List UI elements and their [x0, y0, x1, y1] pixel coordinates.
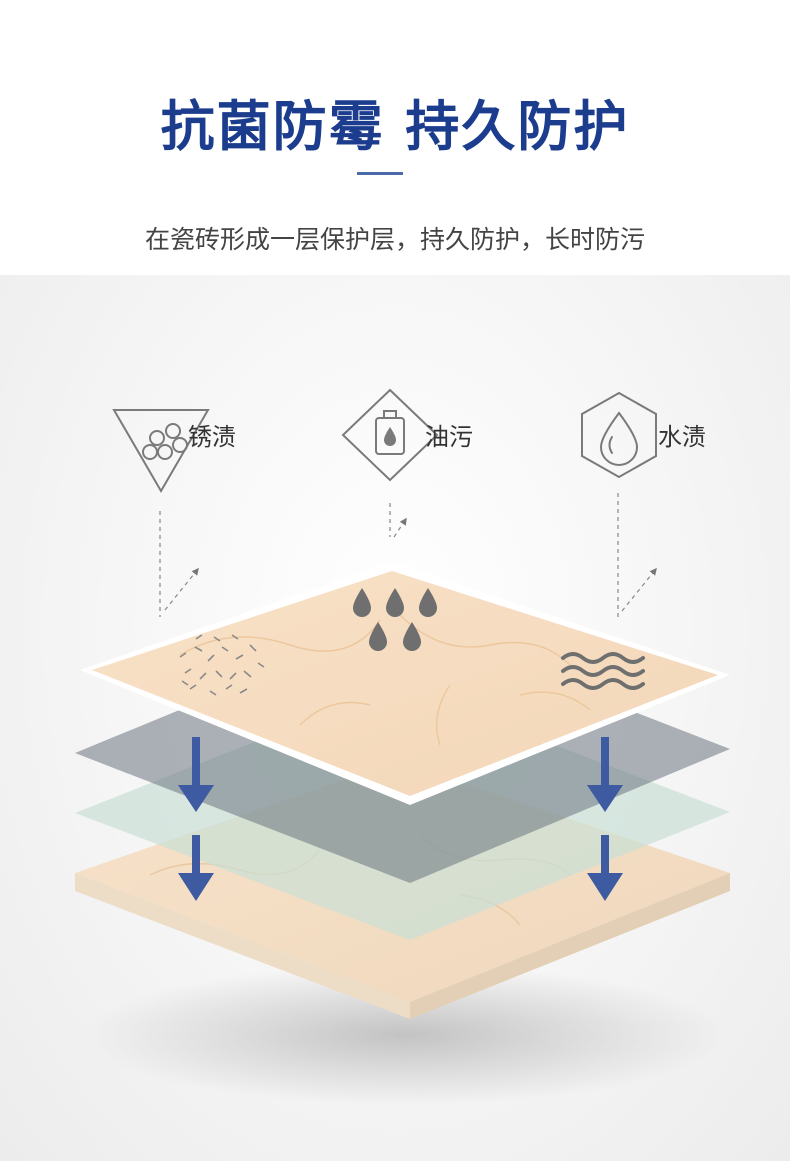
tile-layers-scene: 锈渍 油污 水渍	[0, 275, 790, 1161]
water-hexagon-icon	[581, 391, 657, 479]
tile-layers-illustration	[75, 388, 730, 1105]
title-underline	[357, 172, 403, 175]
label-rust: 锈渍	[188, 423, 236, 451]
water-waves	[561, 652, 645, 690]
oil-diamond-icon	[341, 388, 439, 482]
left-arrows	[178, 737, 214, 901]
rust-triangle-icon	[112, 409, 210, 493]
dashed-indicators	[159, 493, 657, 617]
ground-shadow	[85, 965, 725, 1105]
page-title: 抗菌防霉 持久防护	[160, 95, 630, 158]
page-subtitle: 在瓷砖形成一层保护层，持久防护，长时防污	[144, 225, 645, 254]
oil-drops	[353, 588, 437, 651]
rust-particles	[179, 634, 265, 696]
label-water: 水渍	[658, 423, 706, 451]
right-arrows	[587, 737, 623, 901]
header: 抗菌防霉 持久防护 在瓷砖形成一层保护层，持久防护，长时防污	[0, 0, 790, 275]
top-tile	[80, 562, 730, 805]
label-oil: 油污	[425, 423, 473, 451]
